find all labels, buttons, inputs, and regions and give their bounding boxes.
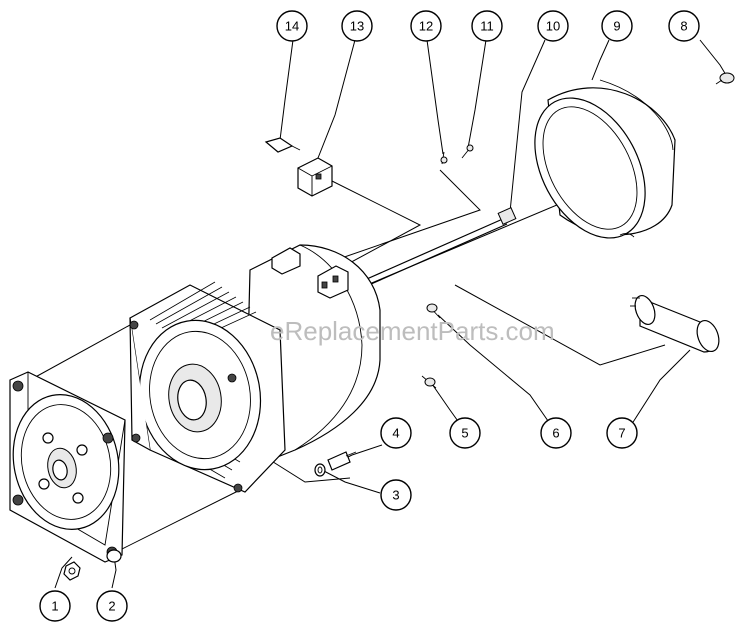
callout-7[interactable]: 7 (606, 417, 638, 449)
callout-3[interactable]: 3 (380, 479, 412, 511)
leader-10 (509, 39, 546, 213)
terminal-screw-6 (426, 303, 441, 319)
callout-11[interactable]: 11 (471, 10, 503, 42)
callout-4-label: 4 (392, 426, 399, 441)
leader-9 (591, 39, 610, 81)
leader-6 (437, 314, 556, 432)
callout-6-label: 6 (552, 426, 559, 441)
callout-1[interactable]: 1 (39, 590, 71, 622)
small-screw-12 (440, 151, 448, 165)
watermark-text: eReplacementParts.com (270, 316, 555, 346)
rotor-flange (129, 281, 286, 493)
callout-5[interactable]: 5 (449, 417, 481, 449)
guide-wire-12 (329, 169, 481, 263)
callout-4[interactable]: 4 (380, 417, 412, 449)
callout-9[interactable]: 9 (601, 10, 633, 42)
washer-3 (314, 463, 326, 477)
callout-7-label: 7 (618, 426, 625, 441)
washer-2 (106, 549, 122, 563)
front-end-plate (9, 371, 126, 563)
through-bolt (359, 207, 517, 289)
guide-capacitor (454, 284, 666, 366)
callout-5-label: 5 (461, 426, 468, 441)
leader-7 (627, 349, 691, 431)
callout-12[interactable]: 12 (410, 10, 442, 42)
leader-12 (426, 39, 444, 155)
callout-2-label: 2 (108, 599, 115, 614)
small-screw-11 (461, 144, 474, 159)
guide-bottom (269, 459, 351, 483)
callout-10[interactable]: 10 (537, 10, 569, 42)
callout-10-label: 10 (546, 19, 560, 34)
leader-3 (321, 469, 381, 494)
end-cover (534, 79, 676, 239)
callout-14-label: 14 (285, 19, 299, 34)
callout-14[interactable]: 14 (276, 10, 308, 42)
leader-13 (317, 39, 356, 159)
leader-8 (699, 39, 727, 76)
callout-8[interactable]: 8 (668, 10, 700, 42)
callouts: 1 2 3 4 5 6 7 8 9 10 11 12 13 14 (39, 10, 700, 622)
bolt-4 (327, 451, 357, 471)
leader-14 (279, 39, 294, 141)
connector-block (297, 157, 333, 197)
callout-1-label: 1 (51, 599, 58, 614)
callout-13[interactable]: 13 (341, 10, 373, 42)
guide-front-2 (109, 489, 241, 556)
callout-8-label: 8 (680, 19, 687, 34)
leader-1 (54, 556, 73, 589)
cover-screw (715, 72, 735, 85)
callout-12-label: 12 (419, 19, 433, 34)
capacitor (630, 294, 720, 353)
leader-11 (467, 39, 487, 149)
callout-2[interactable]: 2 (96, 590, 128, 622)
callout-13-label: 13 (350, 19, 364, 34)
nut-1 (63, 561, 81, 581)
callout-6[interactable]: 6 (540, 417, 572, 449)
callout-9-label: 9 (613, 19, 620, 34)
guide-front-1 (29, 324, 131, 381)
callout-11-label: 11 (480, 19, 494, 34)
ground-screw-5 (421, 375, 437, 389)
callout-3-label: 3 (392, 488, 399, 503)
wire-terminal (264, 137, 301, 153)
